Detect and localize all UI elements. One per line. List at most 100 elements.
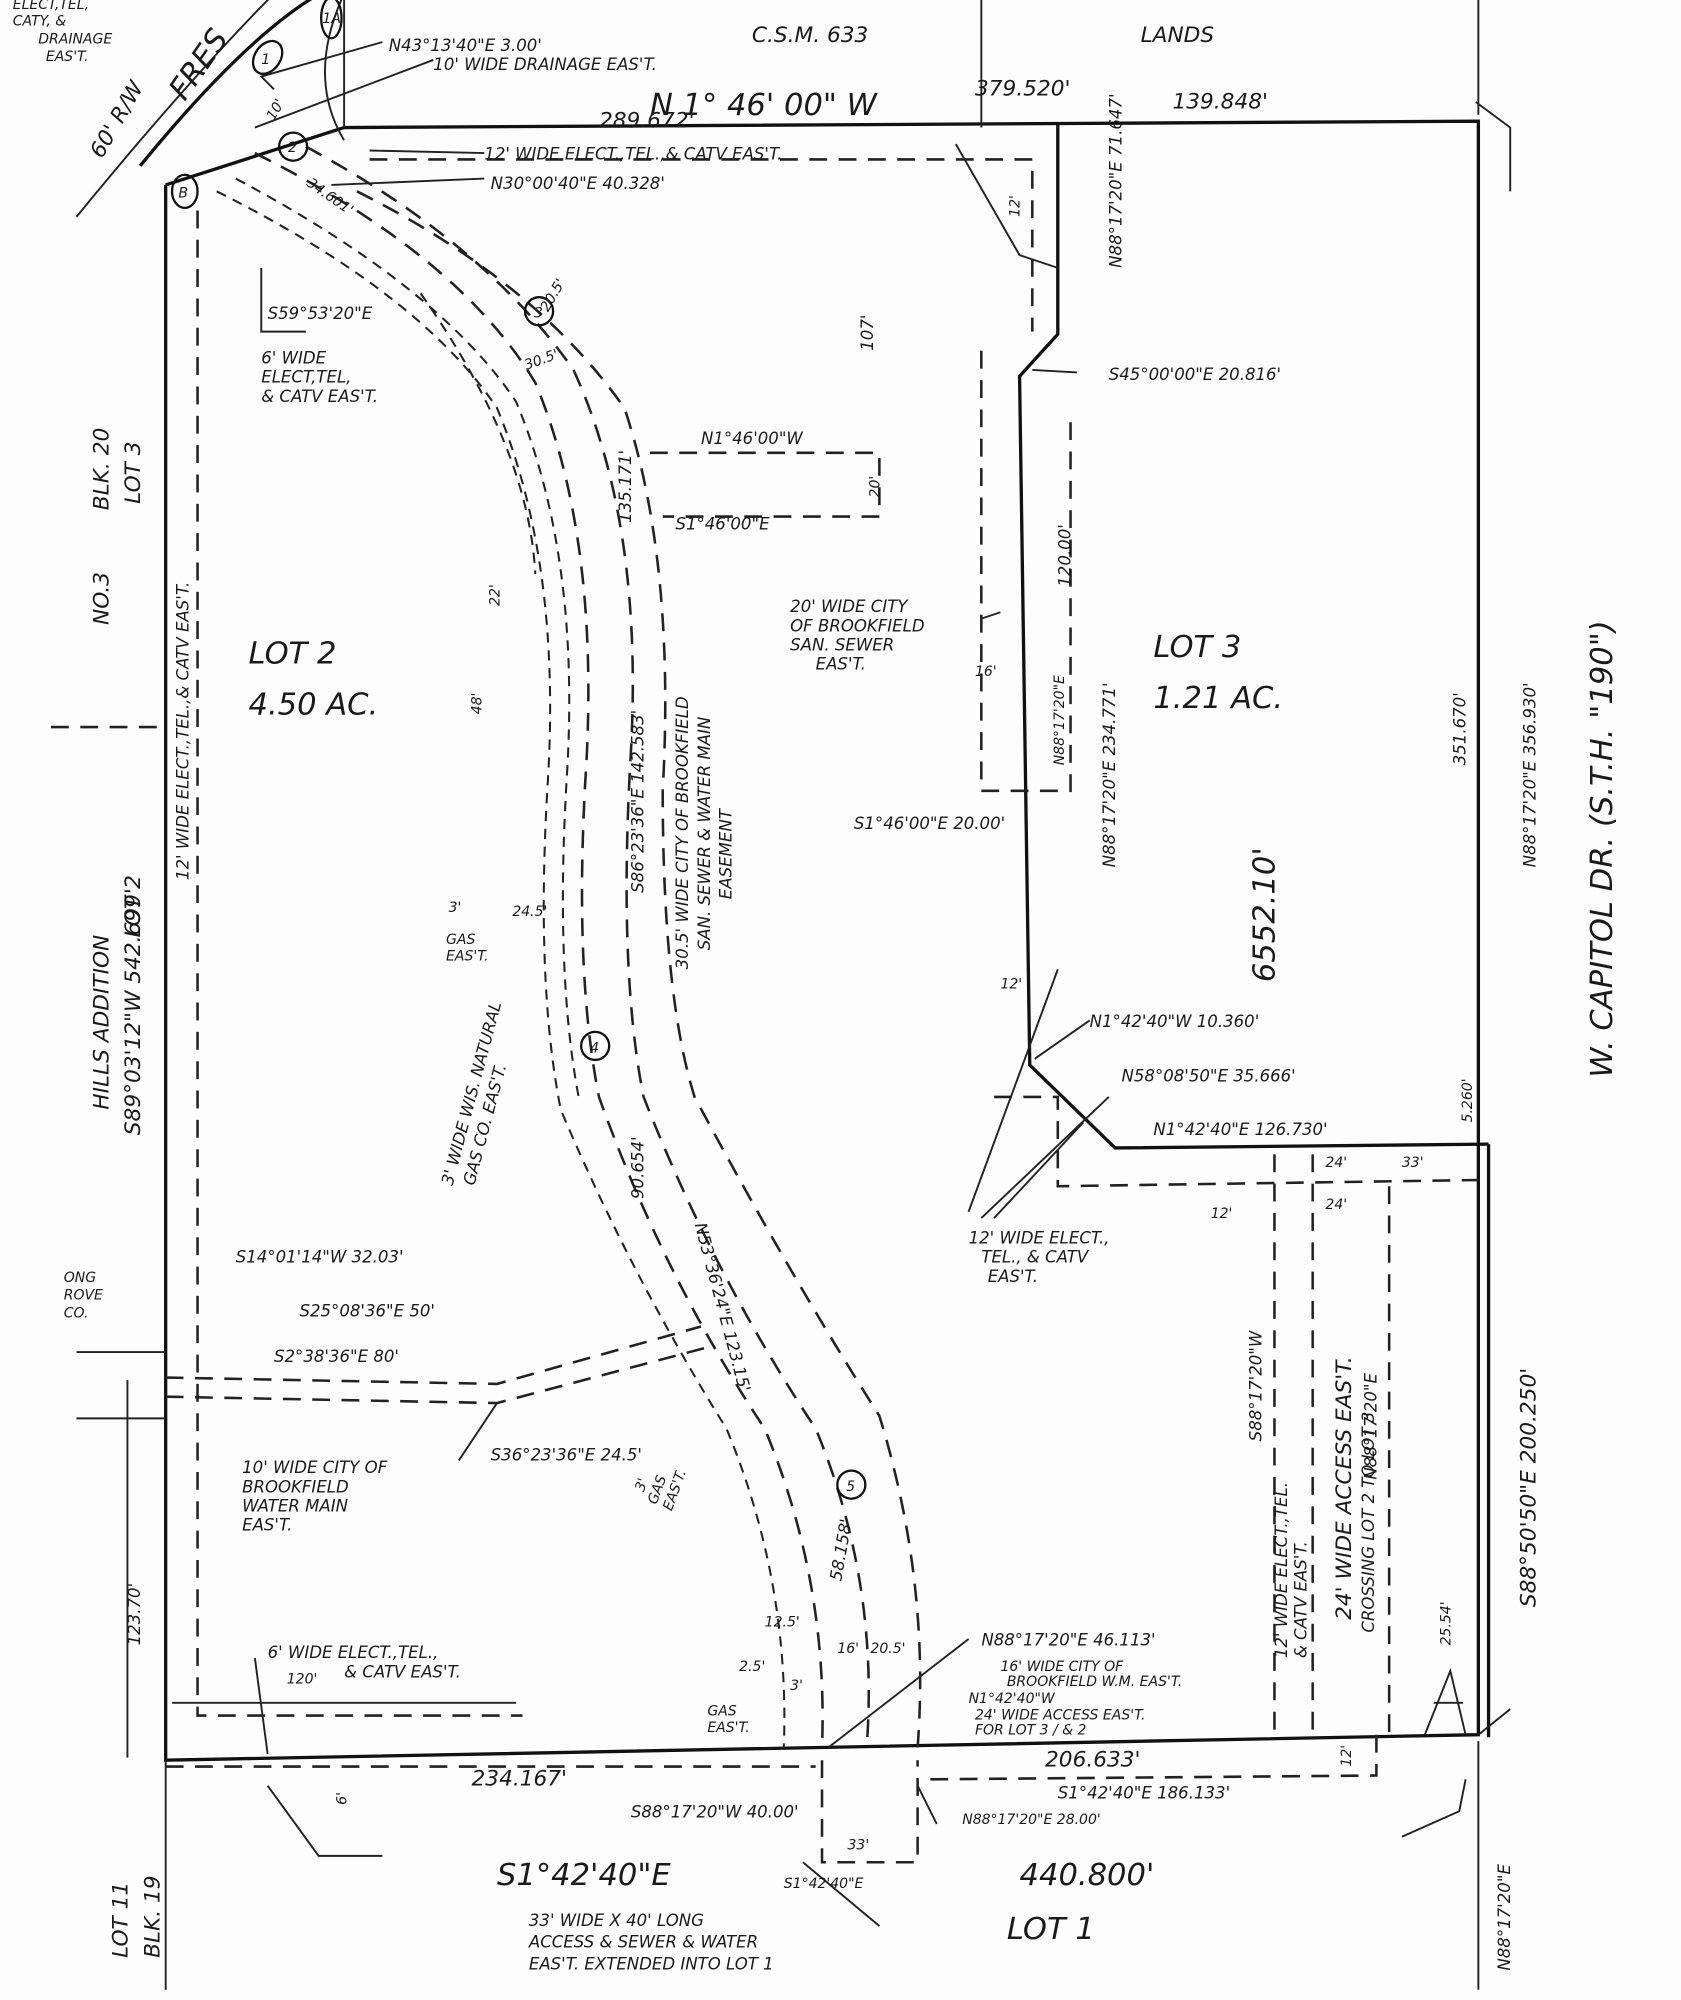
plat-label: N1°42'40"W 10.360' (1090, 1012, 1260, 1031)
curve-marker-1: 1 (251, 39, 284, 75)
plat-label: 30.5' (522, 347, 560, 374)
road-name: FRES (163, 23, 236, 107)
plat-label: 12' (1008, 195, 1024, 217)
plat-label: N1°42'40"E 126.730' (1153, 1120, 1327, 1139)
lot2-name: LOT 2 (249, 636, 337, 671)
lot3-area: 1.21 AC. (1153, 681, 1283, 716)
plat-label: 12' WIDE ELECT., (969, 1229, 1110, 1248)
plat-label: EAS'T. EXTENDED INTO LOT 1 (529, 1954, 774, 1973)
plat-label: 289.672' (599, 109, 694, 134)
plat-label: 22' (488, 584, 504, 606)
plat-label: 12' (1211, 1206, 1233, 1222)
plat-label: EAS'T. (816, 655, 866, 674)
plat-label: 10' (264, 96, 289, 123)
easement-lines (50, 158, 1489, 1864)
curve-marker-2: 2 (277, 131, 309, 162)
plat-label: S14°01'14"W 32.03' (236, 1248, 404, 1267)
plat-label: 24.5' (512, 904, 547, 920)
plat-label: S1°46'00"E (675, 514, 770, 533)
plat-label: CO. (64, 1306, 89, 1322)
row-label: 60' R/W (86, 76, 150, 163)
plat-label: DRAINAGE (38, 31, 112, 47)
plat-label: ROVE (64, 1288, 103, 1304)
plat-label: N88°17'20"E 356.930' (1521, 682, 1540, 867)
plat-label: BROOKFIELD (242, 1477, 349, 1496)
lands-label: LANDS (1141, 23, 1215, 48)
plat-label: BLK. 19 (140, 1875, 165, 1957)
handwritten-note: 6552.10' (1247, 847, 1282, 982)
plat-label: 3' (790, 1678, 803, 1694)
plat-label: 12' WIDE ELECT.,TEL. (1272, 1482, 1291, 1658)
plat-label: N1°42'40"W (969, 1691, 1056, 1707)
plat-label: N53°36'24"E 123.15' (691, 1221, 754, 1394)
plat-label: 33' WIDE X 40' LONG (529, 1911, 704, 1930)
plat-label: SAN. SEWER (790, 636, 894, 655)
road-easement-curves (216, 145, 922, 1748)
plat-label: N88°17'20"E 234.771' (1100, 682, 1119, 867)
plat-label: 16' (837, 1641, 859, 1657)
plat-label: BROOKFIELD W.M. EAS'T. (1007, 1674, 1182, 1690)
plat-label: N88°17'20"E 46.113' (981, 1630, 1155, 1649)
plat-label: 10' WIDE DRAINAGE EAS'T. (433, 55, 657, 74)
plat-label: S1°42'40"E (784, 1876, 864, 1892)
plat-label: FOR LOT 3 / & 2 (975, 1723, 1087, 1739)
plat-label: LOT 3 (121, 441, 146, 503)
plat-label: ELECT,TEL, (261, 368, 351, 387)
plat-label: 2 (288, 140, 297, 156)
plat-label: 6' WIDE (261, 349, 326, 368)
plat-label: 20.5' (870, 1641, 905, 1657)
plat-label: S36°23'36"E 24.5' (491, 1445, 642, 1464)
plat-label: OF BROOKFIELD (790, 616, 924, 635)
plat-label: 24' WIDE ACCESS EAS'T. (1332, 1356, 1357, 1620)
plat-label: EAS'T. (988, 1267, 1038, 1286)
plat-label: 12.5' (765, 1614, 800, 1630)
leader-lines (253, 41, 1467, 1927)
plat-label: 20' (867, 476, 883, 498)
plat-label: LOT 2 (121, 875, 146, 937)
plat-label: 25.54' (1438, 1601, 1454, 1645)
plat-label: N88°17'20"E (1495, 1864, 1514, 1971)
plat-label: N43°13'40"E 3.00' (389, 36, 542, 55)
plat-label: 120.00' (1056, 524, 1075, 587)
plat-label: S25°08'36"E 50' (299, 1301, 435, 1320)
plat-label: BLK. 20 (89, 428, 114, 510)
plat-label: 123.70' (125, 1583, 144, 1646)
plat-label: & CATV EAS'T. (261, 387, 378, 406)
plat-label: N 1° 46' 00" W (650, 88, 879, 123)
plat-label: 16' WIDE CITY OF (1000, 1659, 1124, 1675)
plat-label: EAS'T. (46, 49, 89, 65)
plat-label: 5 (846, 1479, 855, 1495)
plat-label: S88°17'20"W (1247, 1330, 1266, 1441)
plat-label: S89°03'12"W 542.699' (121, 888, 146, 1135)
plat-label: 12' WIDE ELECT.,TEL.,& CATV EAS'T. (484, 144, 782, 163)
plat-label: ACCESS & SEWER & WATER (528, 1933, 758, 1952)
curve-marker-b: B (170, 173, 199, 210)
curve-marker-5: 5 (836, 1469, 867, 1500)
plat-label: N88°17'20"E 28.00' (962, 1812, 1101, 1828)
plat-label: 12' WIDE ELECT.,TEL.,& CATV EAS'T. (174, 582, 193, 880)
plat-label: 120' (287, 1672, 318, 1688)
plat-label: 33' (1402, 1155, 1424, 1171)
plat-label: N88°17'20"E (1361, 1372, 1380, 1479)
plat-label: EASEMENT (717, 807, 736, 899)
plat-label: 30.5' WIDE CITY OF BROOKFIELD (673, 696, 692, 969)
curve-marker-3: 3 (523, 296, 555, 327)
plat-label: 16' (975, 664, 997, 680)
plat-label: 48' (470, 693, 486, 715)
plat-label: S45°00'00"E 20.816' (1109, 365, 1281, 384)
plat-label: N1°46'00"W (701, 429, 803, 448)
plat-label: S1°42'40"E (497, 1858, 671, 1893)
plat-label: 24' (1325, 1197, 1347, 1213)
area-labels: C.S.M. 633 LANDS 60' R/W FRES ELECT,TEL,… (13, 0, 1620, 1958)
csm-label: C.S.M. 633 (752, 23, 868, 48)
plat-label: 34.601' (304, 175, 356, 218)
plat-label: S1°42'40"E 186.133' (1058, 1783, 1230, 1802)
plat-label: 2.5' (739, 1659, 765, 1675)
plat-label: 20' WIDE CITY (790, 597, 909, 616)
plat-label: 6' WIDE ELECT.,TEL., (268, 1643, 439, 1662)
plat-label: 379.520' (975, 77, 1070, 102)
fresno-road-curves (75, 0, 345, 218)
plat-label: 6' (335, 1792, 351, 1805)
plat-label: N58°08'50"E 35.666' (1122, 1067, 1296, 1086)
plat-label: GAS (707, 1704, 736, 1720)
